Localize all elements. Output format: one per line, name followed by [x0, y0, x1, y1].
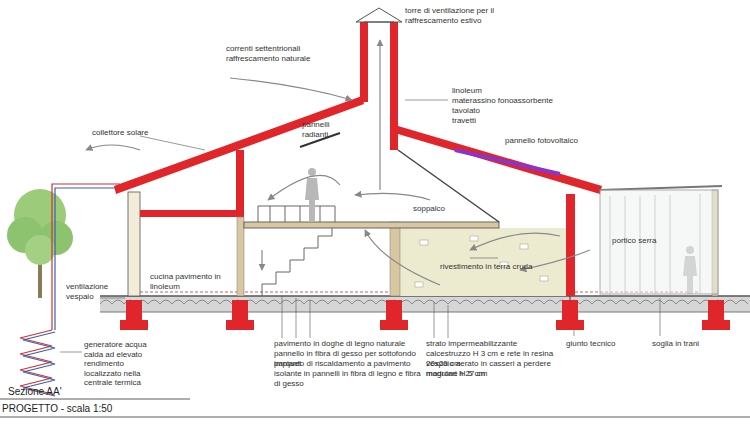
ventilation-tower: [356, 8, 402, 22]
annotation-label: generatore acqua calda ad elevato rendim…: [84, 340, 158, 388]
annotation-label: tavolato: [452, 106, 572, 116]
annotation-label: correnti settentrionali raffrescamento n…: [226, 44, 336, 63]
annotation-label: giunto tecnico: [566, 339, 636, 349]
annotation-label: soglia in trani: [652, 339, 722, 349]
annotation-label: collettore solare: [92, 128, 192, 138]
annotation-label: soppalco: [413, 204, 473, 214]
foundation: [100, 296, 750, 330]
pv-panel: [455, 150, 560, 174]
section-title: Sezione AA': [8, 386, 62, 397]
annotation-label: cucina pavimento in linoleum: [150, 272, 240, 291]
leader-line: [60, 100, 660, 352]
tree: [7, 189, 73, 298]
annotation-label: pannelli radianti: [302, 120, 342, 139]
mezzanine: [244, 150, 499, 296]
roof: [114, 22, 602, 194]
annotation-label: portico serra: [612, 236, 692, 246]
drawing-caption: PROGETTO - scala 1:50: [2, 403, 112, 414]
annotation-label: magrone H 5 cm: [426, 369, 566, 379]
annotation-label: pavimento in doghe di legno naturale: [274, 339, 424, 349]
annotation-label: torre di ventilazione per il raffrescame…: [405, 6, 501, 25]
frame-line: [0, 399, 750, 417]
annotation-label: rivestimento in terra cruda: [440, 262, 560, 272]
annotation-label: pannello fotovoltaico: [505, 136, 615, 146]
annotation-label: linoleum: [452, 86, 572, 96]
greenhouse: [600, 186, 722, 294]
annotation-label: isolante in pannelli in fibra di legno e…: [274, 369, 424, 388]
annotation-label: ventilazione vespaio: [66, 282, 118, 301]
annotation-label: strato impermeabilizzante: [426, 339, 566, 349]
airflow-arrow: [86, 40, 590, 285]
annotation-label: materassino fonoassorbente: [452, 96, 572, 106]
annotation-label: impianto di riscaldamento a pavimento: [274, 359, 424, 369]
annotation-label: travetti: [452, 116, 572, 126]
walls: [128, 150, 718, 296]
